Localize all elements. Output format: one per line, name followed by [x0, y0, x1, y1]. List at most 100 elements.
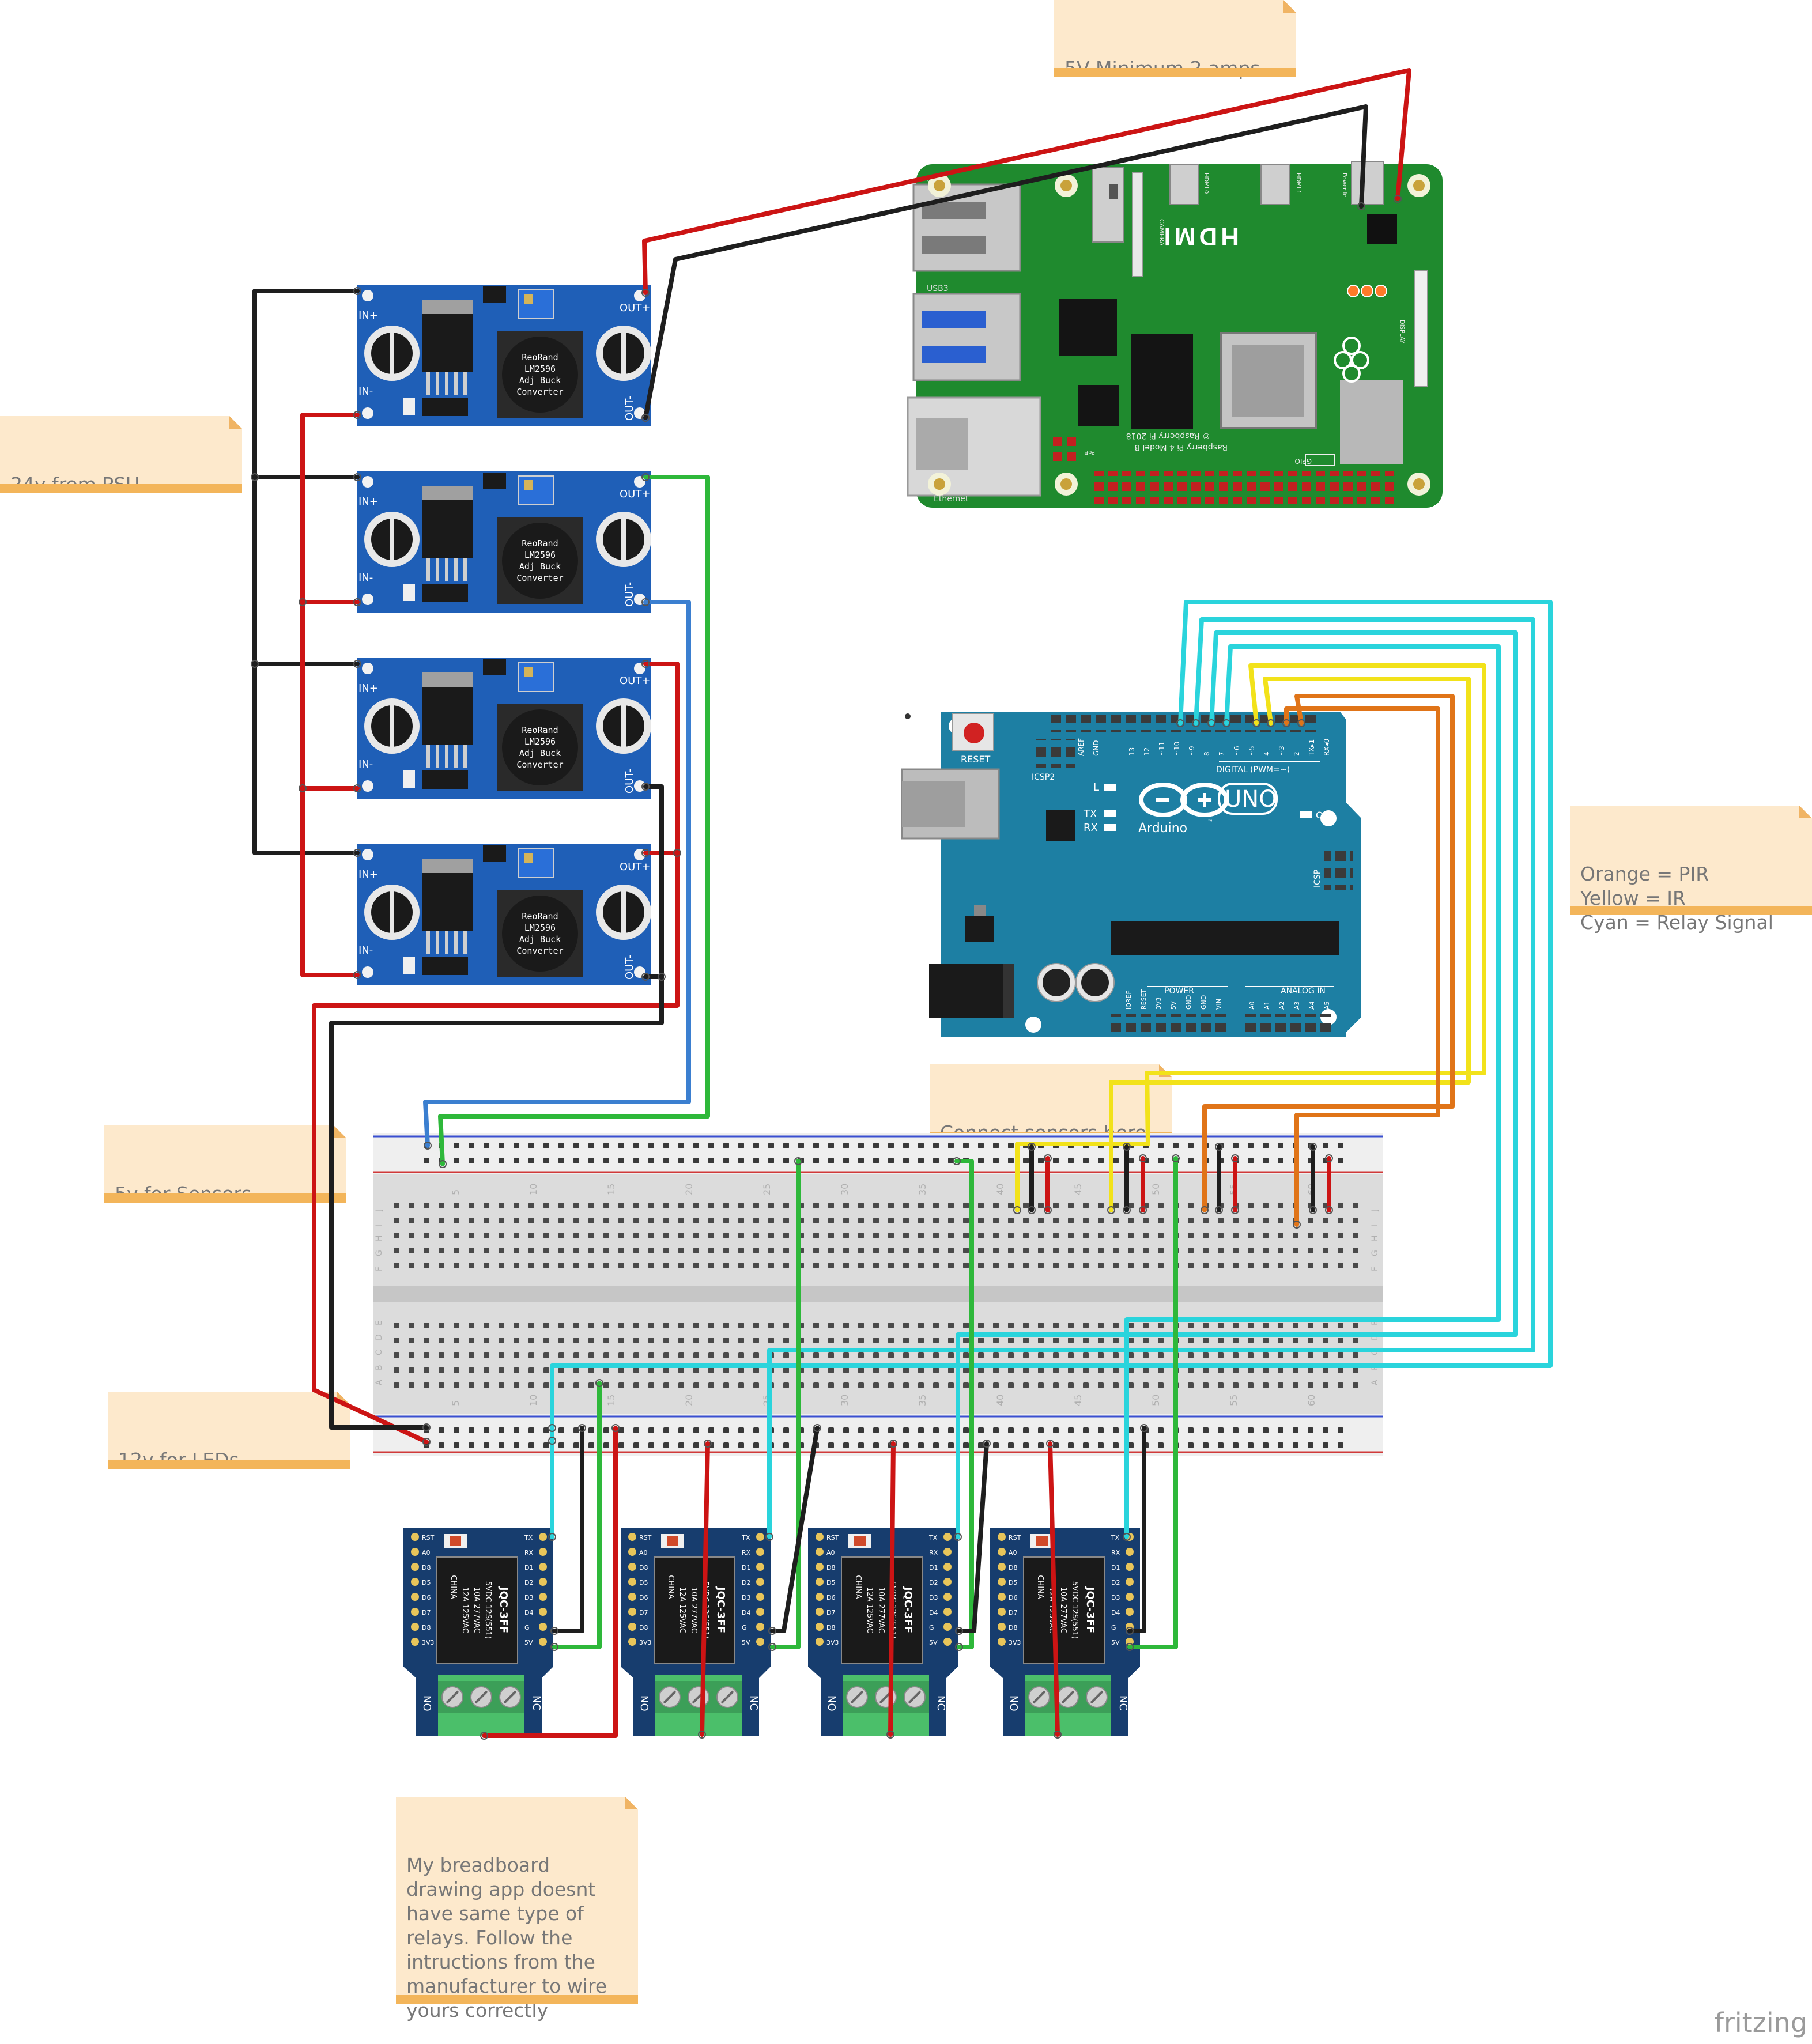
relay-pin — [628, 1563, 636, 1571]
relay-pin-label: D8 — [1009, 1624, 1017, 1631]
wire-sensor-ground[interactable] — [423, 600, 691, 1148]
wire-endpoint — [548, 1424, 556, 1432]
relay-pin — [1126, 1563, 1134, 1571]
digital-pin-label: ~11 — [1158, 742, 1166, 756]
wire-relay-signal[interactable] — [956, 630, 1518, 1539]
relay-pin — [816, 1578, 824, 1586]
wire-ir-signal[interactable] — [1015, 663, 1486, 1212]
relay-pin-label: RST — [422, 1534, 435, 1541]
column-number: 40 — [995, 1184, 1006, 1195]
row-letter: A — [375, 1380, 384, 1385]
wire-pir-signal[interactable] — [1284, 706, 1440, 1227]
power-pin-label: 3V3 — [1155, 997, 1162, 1010]
column-number: 30 — [839, 1395, 850, 1406]
relay-pin — [1126, 1578, 1134, 1586]
relay-body — [436, 1556, 518, 1664]
wire-led-12v[interactable] — [888, 1441, 896, 1737]
aref-label: AREF — [1077, 738, 1085, 756]
relay-pin — [816, 1563, 824, 1571]
relay-pin — [628, 1623, 636, 1631]
wire-12v-ground[interactable] — [329, 784, 664, 1430]
digital-pin-label: ~9 — [1188, 746, 1196, 756]
digital-pin-label: 12 — [1143, 747, 1151, 756]
capacitor-mark — [621, 889, 626, 935]
wire-relay-ground[interactable] — [552, 1426, 584, 1633]
digital-pin-label: 7 — [1218, 751, 1226, 756]
in-plus-label: IN+ — [358, 868, 378, 881]
column-number: 5 — [450, 1400, 461, 1406]
diode — [422, 957, 468, 975]
inductor-label: Adj Buck — [519, 375, 561, 386]
relay-country-label: CHINA — [1036, 1575, 1044, 1599]
wire-endpoint — [480, 1732, 488, 1740]
relay-pin-label: 5V — [929, 1639, 938, 1646]
wire-relay-5v[interactable] — [954, 1159, 974, 1649]
in-plus-label: IN+ — [358, 682, 378, 694]
wire-relay-signal[interactable] — [767, 617, 1535, 1539]
screw-slot — [663, 1690, 677, 1704]
wire-endpoint — [1126, 1643, 1134, 1651]
top-rail-holes — [420, 1141, 1353, 1171]
reset-button[interactable] — [952, 713, 994, 751]
regulator-pin — [426, 558, 430, 581]
note-fold-icon — [1284, 0, 1296, 13]
potentiometer[interactable] — [518, 289, 554, 319]
relay-pin — [998, 1623, 1006, 1631]
wire-endpoint — [439, 1160, 447, 1168]
small-chip — [483, 286, 506, 303]
mount-hole — [362, 780, 373, 792]
wire-pir-signal[interactable] — [1202, 694, 1455, 1212]
wire-relay-5v[interactable] — [1127, 1156, 1178, 1649]
nc-label: NC — [1117, 1695, 1129, 1710]
wire-24v-ground[interactable] — [252, 289, 360, 855]
relay-pin — [411, 1578, 419, 1586]
wire-relay-5v[interactable] — [770, 1159, 801, 1649]
column-number: 35 — [917, 1395, 928, 1406]
wire-relay-signal[interactable] — [1124, 644, 1501, 1539]
mount-hole — [362, 966, 373, 978]
wire-relay-ground[interactable] — [957, 1441, 989, 1633]
digital-pin-label: 2 — [1293, 751, 1301, 756]
in-minus-label: IN- — [358, 386, 373, 398]
wire-rpi-ground[interactable] — [643, 104, 1368, 420]
regulator-pin — [445, 558, 448, 581]
breadboard: 5510101515202025253030353540404545505055… — [373, 1133, 1383, 1456]
relay-spec-label: 10A 277VAC — [472, 1587, 481, 1633]
bottom-rail-holes — [420, 1421, 1353, 1451]
wire-led-12v[interactable] — [700, 1441, 710, 1737]
wire-ir-signal[interactable] — [1109, 677, 1471, 1212]
power-pin-label: RESET — [1140, 989, 1147, 1010]
capacitor-mark — [390, 330, 394, 376]
wire-relay-signal[interactable] — [550, 600, 1553, 1539]
note-fold-icon — [334, 1125, 346, 1138]
potentiometer[interactable] — [518, 475, 554, 505]
wire-endpoint — [1267, 719, 1275, 727]
wire-endpoint — [768, 1627, 776, 1635]
note-5v-sensors: 5v for Sensors — [104, 1125, 346, 1205]
relay-spec-label: 12A 125VAC — [865, 1587, 874, 1633]
potentiometer[interactable] — [518, 848, 554, 878]
wire-24v-positive[interactable] — [300, 413, 360, 977]
wire-relay-ground[interactable] — [1127, 1426, 1146, 1633]
relay-pin — [411, 1533, 419, 1541]
wire-led-12v[interactable] — [482, 1426, 618, 1738]
relay-brand-label: JQC-3FF — [497, 1586, 509, 1633]
wire-rpi-5v-positive[interactable] — [642, 68, 1411, 295]
note-fold-icon — [1799, 806, 1812, 818]
screw-slot — [908, 1690, 922, 1704]
relay-pin-label: D1 — [524, 1564, 533, 1571]
relay-module: RSTA0D8D5D6D7D83V3TXRXD1D2D3D4G5VJQC-3FF… — [808, 1528, 958, 1736]
wire-relay-5v[interactable] — [552, 1381, 602, 1649]
inductor-core — [502, 896, 578, 972]
inductor-label: Converter — [516, 760, 563, 770]
digital-pin-label: RX◂0 — [1323, 739, 1331, 756]
wire-led-12v[interactable] — [1048, 1441, 1060, 1737]
wire-endpoint — [886, 1731, 894, 1739]
wire-endpoint — [1357, 202, 1365, 210]
relay-pin — [816, 1638, 824, 1646]
potentiometer[interactable] — [518, 662, 554, 692]
wire-sensor-5v[interactable] — [438, 475, 710, 1166]
capacitor-mark — [621, 330, 626, 376]
relay-pin — [539, 1608, 547, 1616]
